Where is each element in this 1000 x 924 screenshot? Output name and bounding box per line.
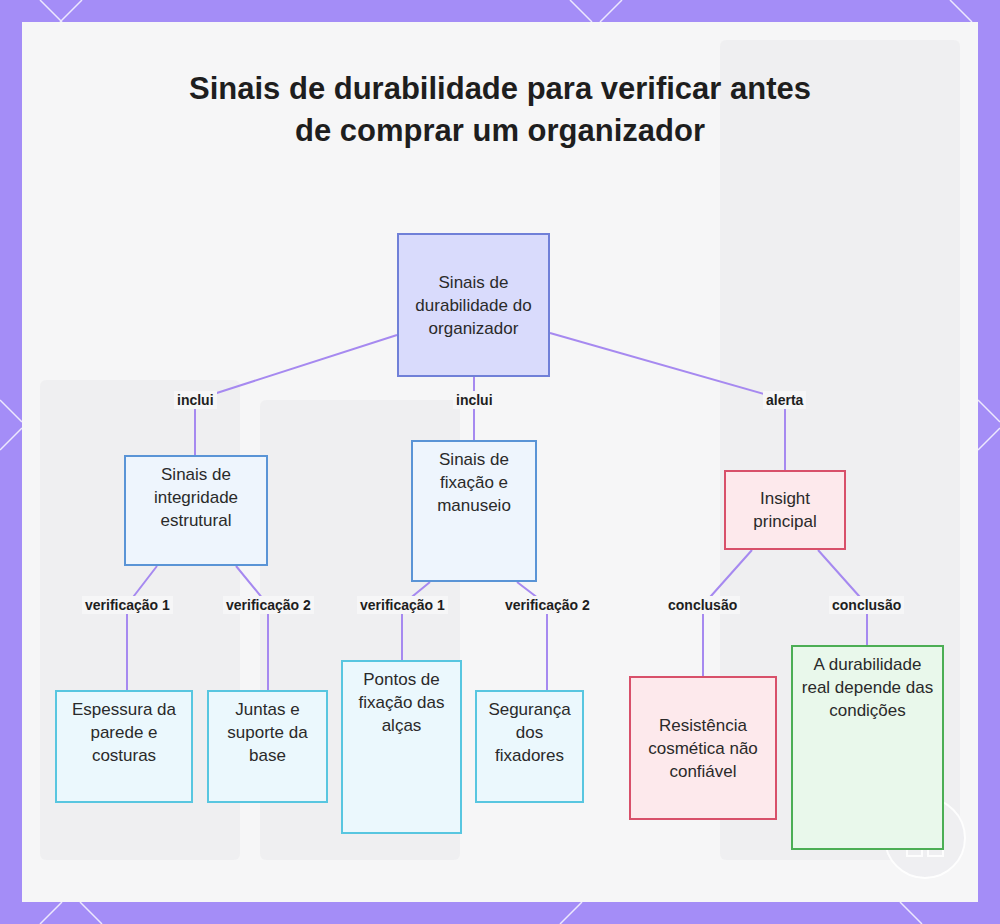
edge-label: inclui: [174, 391, 217, 409]
node-text: Juntas e suporte da base: [209, 692, 326, 773]
diagram-title: Sinais de durabilidade para verificar an…: [180, 68, 820, 152]
conclusion-box: A durabilidade real depende das condiçõe…: [791, 645, 944, 850]
edge-label: verificação 2: [502, 596, 593, 614]
node-text: Sinais de durabilidade do organizador: [399, 265, 548, 346]
node-text: Resistência cosmética não confiável: [631, 708, 775, 789]
check-box: Segurança dos fixadores: [475, 690, 584, 803]
connector-line: [550, 333, 785, 470]
alert-box: Insight principal: [724, 470, 846, 550]
node-text: Espessura da parede e costuras: [57, 692, 191, 773]
edge-label: verificação 1: [357, 596, 448, 614]
root-box: Sinais de durabilidade do organizador: [397, 233, 550, 377]
category-box: Sinais de integridade estrutural: [124, 455, 268, 566]
category-box: Sinais de fixação e manuseio: [411, 440, 537, 582]
edge-label: conclusão: [665, 596, 740, 614]
node-text: A durabilidade real depende das condiçõe…: [793, 647, 942, 728]
edge-label: verificação 1: [82, 596, 173, 614]
conclusion-box: Resistência cosmética não confiável: [629, 676, 777, 820]
node-text: Insight principal: [726, 481, 844, 539]
node-text: Sinais de integridade estrutural: [126, 457, 266, 538]
edge-label: alerta: [763, 391, 806, 409]
check-box: Espessura da parede e costuras: [55, 690, 193, 803]
connector-line: [195, 335, 397, 455]
node-text: Pontos de fixação das alças: [343, 662, 460, 743]
edge-label: inclui: [453, 391, 496, 409]
check-box: Juntas e suporte da base: [207, 690, 328, 803]
node-text: Sinais de fixação e manuseio: [413, 442, 535, 523]
edge-label: verificação 2: [223, 596, 314, 614]
connector-line: [402, 582, 430, 660]
check-box: Pontos de fixação das alças: [341, 660, 462, 834]
connector-line: [236, 566, 268, 690]
connector-line: [127, 566, 157, 690]
edge-label: conclusão: [829, 596, 904, 614]
node-text: Segurança dos fixadores: [477, 692, 582, 773]
